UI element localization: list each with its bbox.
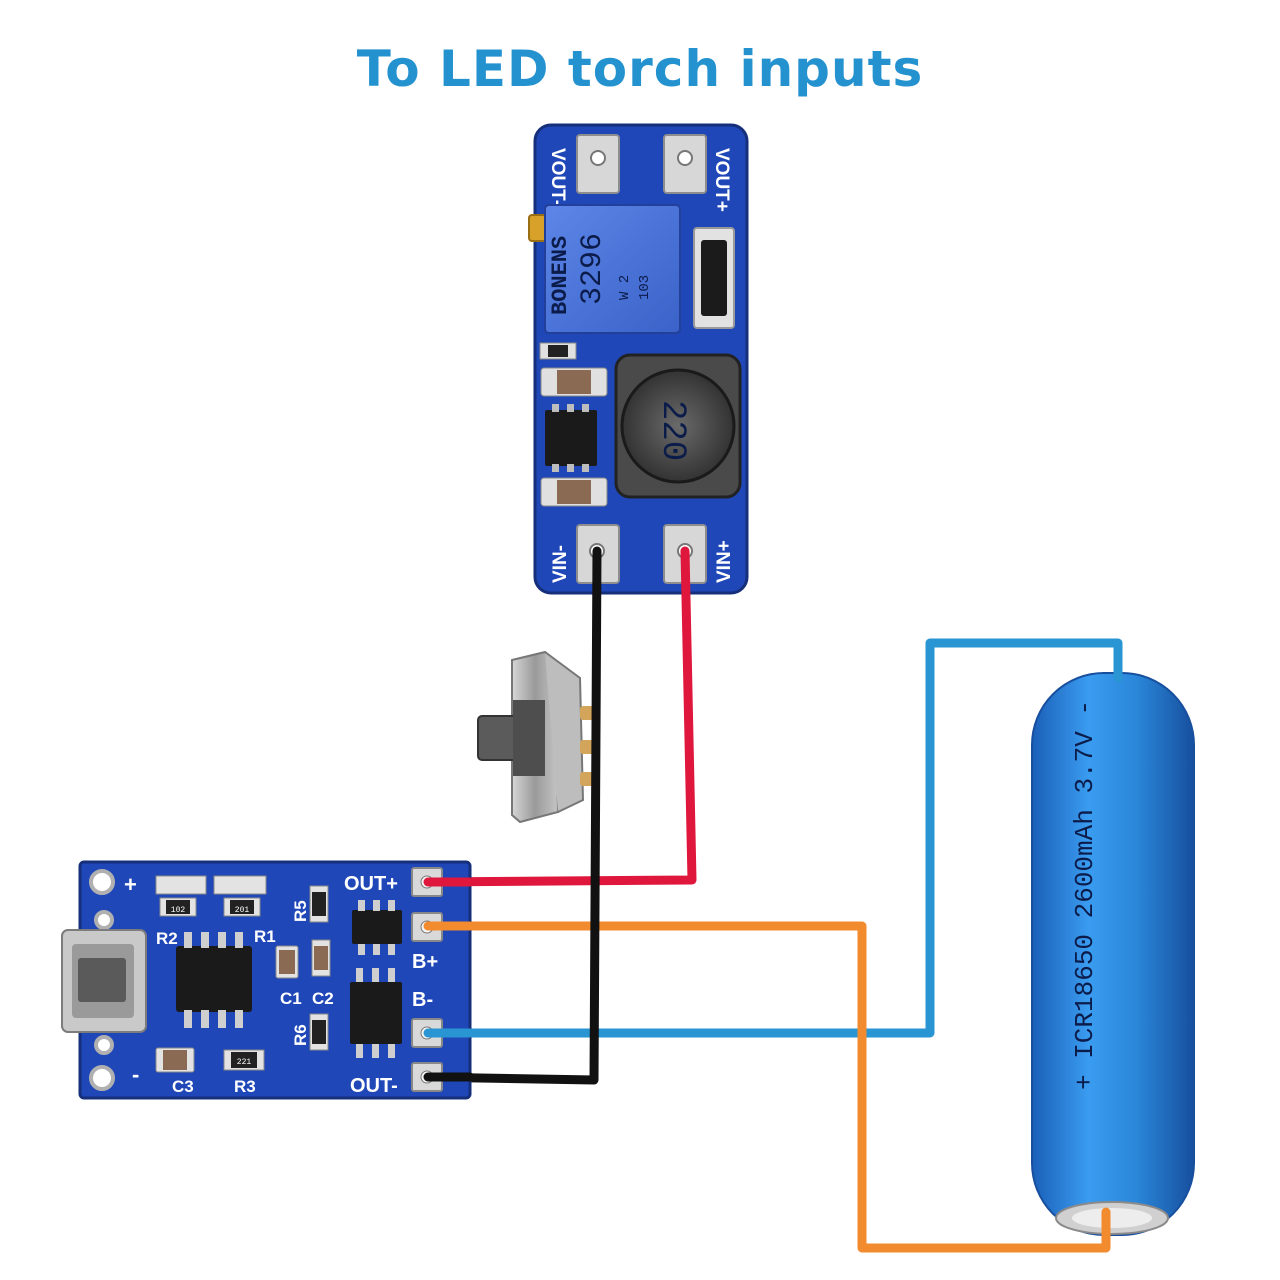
boost-ic: [545, 404, 597, 472]
wire-black: [415, 546, 602, 1085]
boost-capacitor-top: [540, 367, 608, 397]
wire-red: [415, 546, 697, 887]
boost-converter-module: VOUT- VOUT+ BONENS 3296 W 2 103: [528, 123, 749, 595]
schottky-diode: [693, 227, 735, 329]
b-plus-label: B+: [412, 951, 438, 973]
r3-code: 221: [237, 1058, 252, 1067]
vin-minus-label: VIN-: [550, 545, 571, 583]
wire-blue: [415, 638, 1123, 1038]
r5-label: R5: [291, 900, 310, 922]
battery-label: + ICR18650 2600mAh 3.7V -: [1070, 700, 1100, 1090]
r1-code: 201: [235, 906, 250, 915]
r2-code: 102: [171, 906, 186, 915]
inductor-code: 220: [653, 400, 691, 461]
pot-model: 3296: [576, 233, 610, 305]
c3-label: C3: [172, 1077, 194, 1096]
battery-18650: + ICR18650 2600mAh 3.7V -: [1031, 672, 1195, 1236]
wires: [415, 546, 1123, 1253]
r1-label: R1: [254, 927, 276, 946]
slide-switch: [477, 650, 600, 824]
vin-plus-label: VIN+: [714, 540, 735, 583]
trimmer-potentiometer: BONENS 3296 W 2 103: [528, 204, 681, 334]
r3-label: R3: [234, 1077, 256, 1096]
boost-capacitor-bottom: [540, 477, 608, 507]
wire-orange: [415, 921, 1111, 1253]
b-minus-label: B-: [412, 989, 433, 1011]
c1-label: C1: [280, 989, 302, 1008]
out-minus-label: OUT-: [350, 1075, 398, 1097]
pot-mark-b: 103: [637, 275, 653, 300]
vout-plus-pad: [663, 134, 707, 194]
vout-minus-label: VOUT-: [547, 148, 568, 206]
input-plus-label: +: [124, 872, 137, 897]
diagram-title: To LED torch inputs: [356, 40, 924, 98]
vout-minus-pad: [576, 134, 620, 194]
r2-label: R2: [156, 929, 178, 948]
pot-brand: BONENS: [548, 236, 573, 315]
vout-plus-label: VOUT+: [711, 148, 732, 212]
led-red: [155, 875, 207, 895]
led-green: [213, 875, 267, 895]
protection-ic-bottom: [350, 968, 402, 1058]
micro-usb-port: [61, 929, 147, 1033]
boost-inductor: 220: [614, 353, 742, 499]
pot-mark-a: W 2: [617, 275, 633, 300]
charger-ic: [176, 932, 252, 1028]
protection-ic-top: [352, 900, 402, 955]
out-plus-label: OUT+: [344, 873, 398, 895]
input-minus-label: -: [132, 1062, 139, 1087]
c2-label: C2: [312, 989, 334, 1008]
boost-smd-resistor: [539, 342, 577, 360]
r6-label: R6: [291, 1024, 310, 1046]
charger-module: 102 201 + - R2 R1 R5 C1 C2 R6: [61, 860, 472, 1100]
wire-terminals: [423, 877, 475, 1082]
